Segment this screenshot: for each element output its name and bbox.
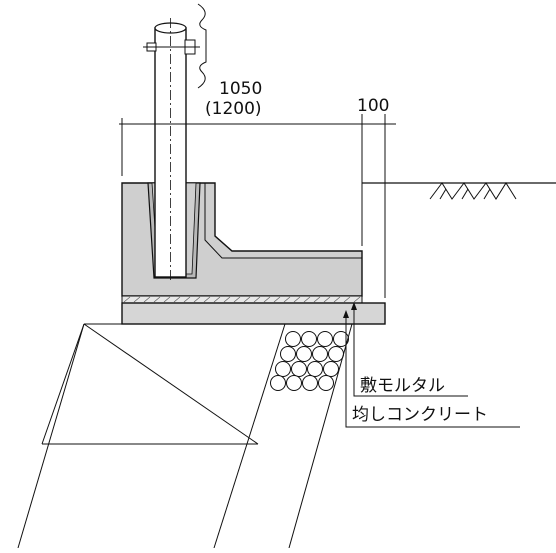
dim-height-primary: 1050 bbox=[219, 79, 262, 99]
leader-lines bbox=[345, 306, 520, 428]
leader-arrow-leveling bbox=[343, 310, 349, 318]
break-line-top bbox=[197, 3, 207, 89]
dim-height-alt: (1200) bbox=[205, 99, 262, 119]
bedding-mortar-layer bbox=[121, 295, 363, 304]
label-bedding-mortar: 敷モルタル bbox=[360, 376, 445, 396]
slope-lines bbox=[17, 323, 353, 549]
footing-inner-line bbox=[204, 183, 362, 259]
leader-arrow-mortar bbox=[351, 302, 357, 310]
dimension-lines bbox=[119, 114, 396, 298]
stone-fill bbox=[270, 331, 349, 391]
mortar-hatch bbox=[123, 296, 361, 303]
bracket bbox=[143, 39, 200, 55]
dim-offset: 100 bbox=[357, 96, 389, 116]
ground-hatch bbox=[429, 182, 517, 200]
label-leveling-concrete: 均しコンクリート bbox=[352, 405, 488, 425]
